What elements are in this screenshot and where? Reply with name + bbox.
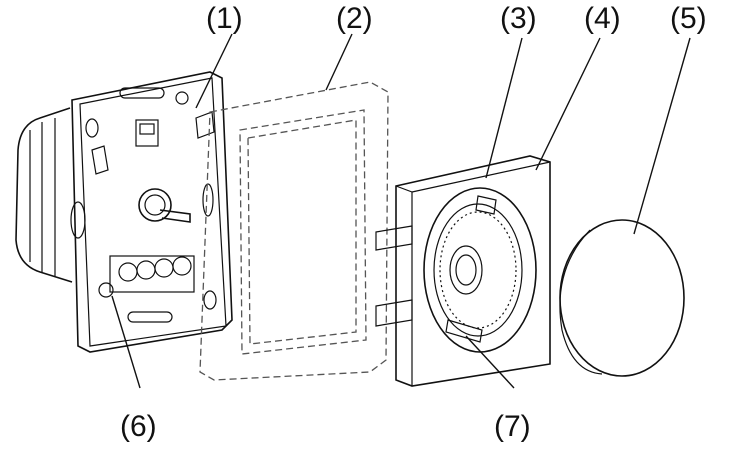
- callout-4: (4): [584, 2, 621, 35]
- insert-plate-inner-edge: [79, 77, 227, 347]
- dial-notch: [475, 195, 497, 215]
- leader-line-1: [195, 33, 233, 109]
- plate-hole: [70, 201, 86, 239]
- insert-housing: [15, 107, 73, 283]
- plate-hole: [203, 290, 217, 310]
- leader-line-2: [325, 33, 353, 91]
- plate-side-clip: [195, 111, 215, 139]
- callout-2: (2): [336, 2, 373, 35]
- dial-scale-ring: [433, 203, 523, 337]
- rotary-shaft: [144, 194, 166, 216]
- frame-inner: [247, 119, 357, 345]
- plate-slot-top: [119, 87, 165, 99]
- plate-screw: [175, 91, 189, 105]
- leader-lines: [111, 33, 691, 389]
- insert-mounting-plate: [71, 71, 233, 353]
- dial-center-inner: [455, 254, 477, 286]
- cover-plate-tab: [375, 225, 413, 251]
- cover-plate-tab: [375, 299, 413, 327]
- leader-line-5: [633, 37, 691, 235]
- leader-line-7: [465, 335, 515, 389]
- dial-center: [449, 245, 483, 295]
- plate-clip: [135, 119, 159, 147]
- plate-hole: [202, 183, 214, 217]
- leader-line-3: [485, 37, 523, 179]
- cover-plate-top-edge: [411, 161, 551, 193]
- callout-6: (6): [120, 410, 157, 443]
- insert-mechanism: [15, 71, 233, 353]
- cover-plate: [375, 155, 551, 387]
- cover-frame: [199, 81, 389, 381]
- frame-outer: [199, 81, 389, 381]
- knob-cap-rim: [559, 229, 603, 375]
- plate-hole: [85, 118, 99, 138]
- plate-side-clip: [91, 145, 109, 175]
- rotary-shaft-flat: [159, 209, 191, 223]
- callout-5: (5): [670, 2, 707, 35]
- cover-plate-body: [395, 155, 551, 387]
- insert-housing-ribs: [29, 118, 56, 276]
- rotary-shaft-base: [138, 188, 172, 222]
- leader-line-6: [111, 295, 141, 389]
- plate-slot-bottom: [127, 311, 173, 323]
- dial-scale-ticks: [439, 211, 517, 329]
- callout-7: (7): [494, 410, 531, 443]
- leader-line-4: [535, 37, 601, 171]
- plate-clip-window: [139, 123, 155, 135]
- cover-plate-edge: [395, 185, 413, 386]
- terminal-block: [98, 255, 195, 298]
- knob-cap: [559, 219, 685, 377]
- frame-inner-lip: [239, 109, 367, 355]
- callout-3: (3): [500, 2, 537, 35]
- dial-latch: [445, 319, 483, 343]
- callout-1: (1): [206, 2, 243, 35]
